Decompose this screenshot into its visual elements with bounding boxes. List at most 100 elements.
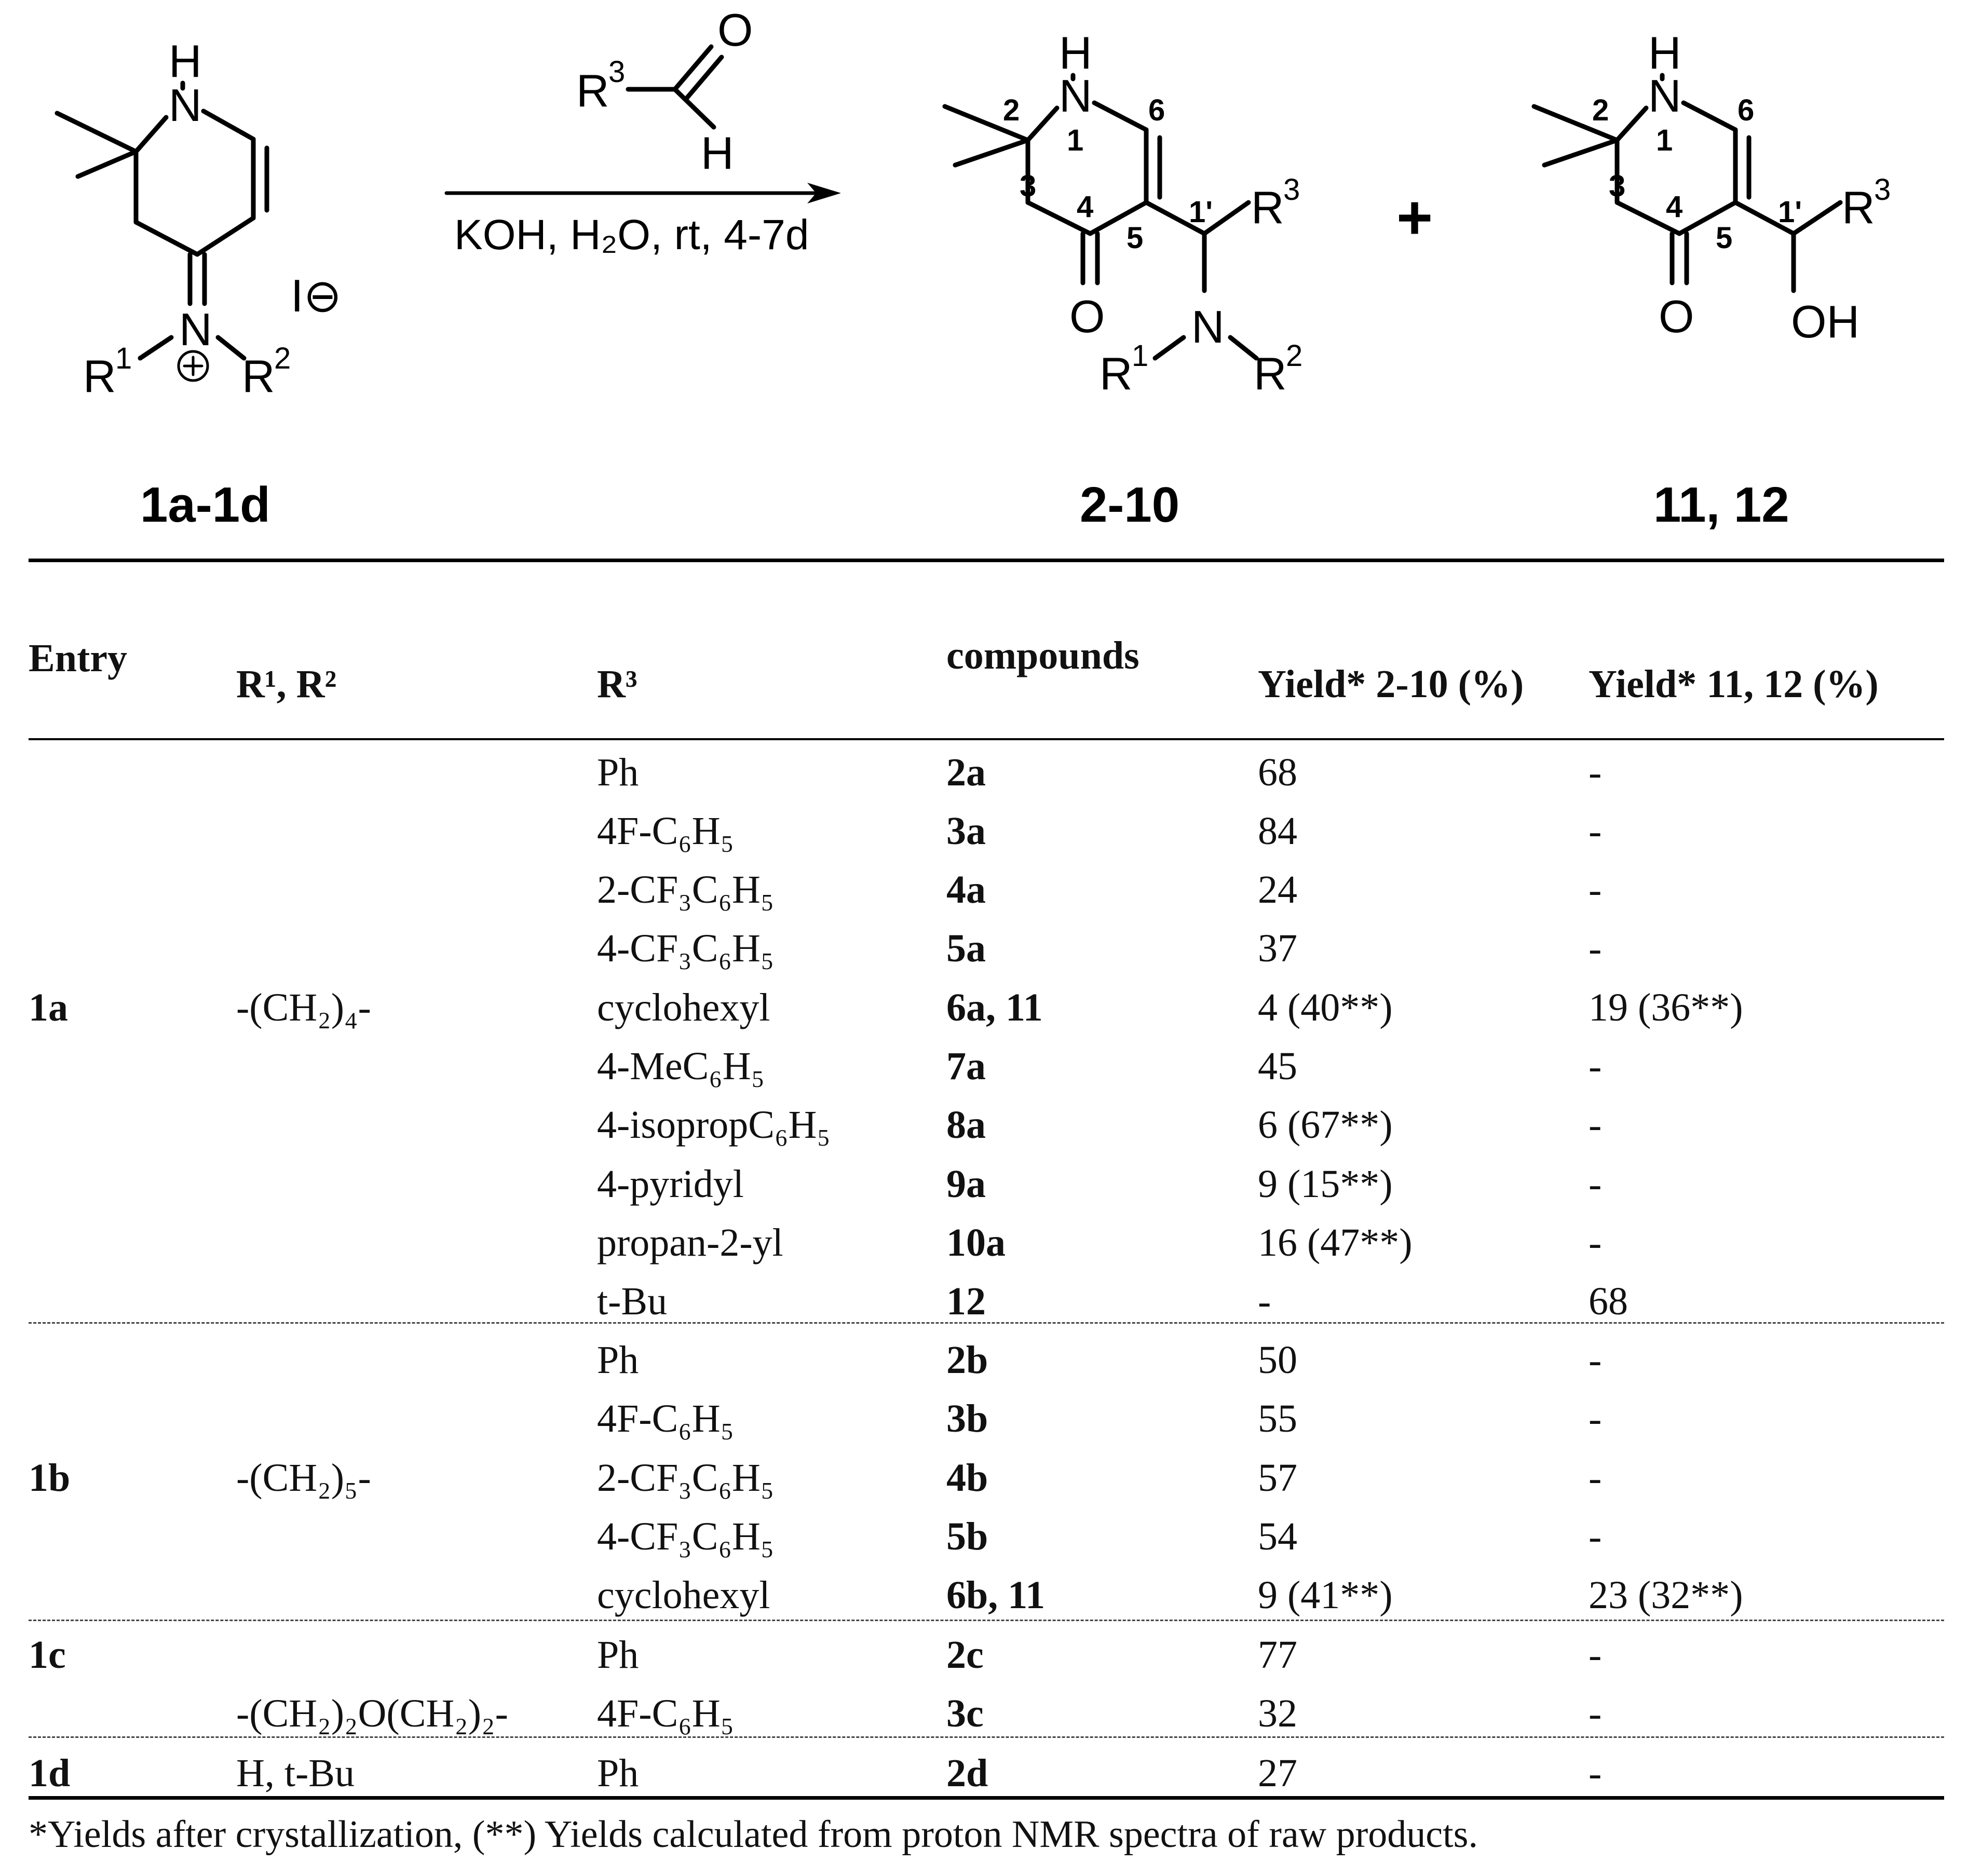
cell-yield-2-10: 37 bbox=[1258, 927, 1297, 970]
table-footnote: *Yields after crystallization, (**) Yiel… bbox=[29, 1813, 1478, 1856]
header-r3: R³ bbox=[597, 662, 637, 706]
cell-yield-11-12: - bbox=[1589, 1633, 1602, 1677]
cell-compound: 5b bbox=[946, 1515, 988, 1558]
cell-compound: 8a bbox=[946, 1103, 986, 1147]
cell-compound: 2a bbox=[946, 751, 986, 794]
cell-yield-11-12: 19 (36**) bbox=[1589, 986, 1743, 1029]
cell-r3: 4-CF₃C₆H₅ bbox=[597, 1515, 775, 1558]
product-hydroxymethyl-structure: H N O R 3 OH 2 1 6 3 4 5 1' bbox=[1531, 27, 1891, 347]
cell-r3: 2-CF₃C₆H₅ bbox=[597, 1456, 775, 1500]
header-yield-11-12: Yield* 11, 12 (%) bbox=[1589, 662, 1879, 706]
svg-text:5: 5 bbox=[1126, 221, 1143, 255]
cell-compound: 7a bbox=[946, 1044, 986, 1088]
cell-r3: cyclohexyl bbox=[597, 1573, 770, 1617]
cell-r3: t-Bu bbox=[597, 1280, 668, 1323]
cell-yield-2-10: 9 (15**) bbox=[1258, 1162, 1393, 1206]
cell-yield-11-12: - bbox=[1589, 1162, 1602, 1206]
cell-yield-2-10: - bbox=[1258, 1280, 1271, 1323]
svg-text:N: N bbox=[1648, 70, 1681, 121]
cell-yield-2-10: 45 bbox=[1258, 1044, 1297, 1088]
cell-yield-2-10: 54 bbox=[1258, 1515, 1297, 1558]
svg-text:O: O bbox=[717, 4, 753, 56]
svg-text:1': 1' bbox=[1778, 195, 1802, 229]
r1r2-1c: -(CH₂)₂O(CH₂)₂- bbox=[236, 1692, 508, 1735]
cell-yield-11-12: - bbox=[1589, 1338, 1602, 1382]
svg-text:R: R bbox=[576, 65, 609, 116]
svg-text:N: N bbox=[179, 304, 212, 355]
r1r2-1b: -(CH₂)₅- bbox=[236, 1456, 371, 1500]
cell-compound: 6b, 11 bbox=[946, 1573, 1046, 1617]
header-entry: Entry bbox=[29, 636, 127, 680]
cell-compound: 3b bbox=[946, 1397, 988, 1440]
entry-1b: 1b bbox=[29, 1456, 71, 1500]
entry-1c: 1c bbox=[29, 1633, 66, 1677]
cell-r3: cyclohexyl bbox=[597, 986, 770, 1029]
cell-r3: 4-pyridyl bbox=[597, 1162, 744, 1206]
cell-yield-2-10: 50 bbox=[1258, 1338, 1297, 1382]
cell-compound: 2c bbox=[946, 1633, 984, 1677]
svg-text:R: R bbox=[1254, 348, 1287, 399]
svg-text:R: R bbox=[1100, 348, 1133, 399]
svg-text:3: 3 bbox=[1283, 173, 1300, 207]
cell-yield-11-12: 68 bbox=[1589, 1280, 1628, 1323]
cell-compound: 2d bbox=[946, 1751, 988, 1795]
svg-text:H: H bbox=[1059, 27, 1092, 78]
svg-text:1: 1 bbox=[1656, 124, 1673, 157]
svg-text:R: R bbox=[1842, 182, 1875, 233]
cell-yield-2-10: 55 bbox=[1258, 1397, 1297, 1440]
cell-yield-11-12: - bbox=[1589, 1103, 1602, 1147]
cell-yield-2-10: 16 (47**) bbox=[1258, 1221, 1413, 1265]
table-top-rule bbox=[29, 559, 1944, 562]
cell-yield-11-12: 23 (32**) bbox=[1589, 1573, 1743, 1617]
cell-r3: Ph bbox=[597, 1338, 639, 1382]
header-bottom-rule bbox=[29, 738, 1944, 740]
svg-text:O: O bbox=[1659, 291, 1694, 342]
cell-compound: 3c bbox=[946, 1692, 984, 1735]
cell-yield-11-12: - bbox=[1589, 1515, 1602, 1558]
cell-compound: 2b bbox=[946, 1338, 988, 1382]
cell-yield-2-10: 84 bbox=[1258, 809, 1297, 853]
cell-compound: 4b bbox=[946, 1456, 988, 1500]
svg-text:3: 3 bbox=[1609, 169, 1625, 203]
cell-r3: Ph bbox=[597, 751, 639, 794]
cell-yield-11-12: - bbox=[1589, 1456, 1602, 1500]
group-separator-1a-1b bbox=[29, 1322, 1944, 1324]
group-separator-1c-1d bbox=[29, 1736, 1944, 1738]
cell-compound: 4a bbox=[946, 868, 986, 912]
svg-text:H: H bbox=[169, 35, 202, 87]
table-bottom-rule bbox=[29, 1796, 1944, 1800]
label-product-2-10: 2-10 bbox=[1080, 477, 1179, 533]
svg-text:6: 6 bbox=[1148, 93, 1165, 127]
counterion-iodide: I⊖ bbox=[291, 270, 342, 321]
cell-yield-11-12: - bbox=[1589, 751, 1602, 794]
cell-yield-11-12: - bbox=[1589, 1751, 1602, 1795]
cell-yield-11-12: - bbox=[1589, 1692, 1602, 1735]
cell-yield-11-12: - bbox=[1589, 809, 1602, 853]
cell-r3: 4F-C₆H₅ bbox=[597, 809, 735, 853]
cell-compound: 12 bbox=[946, 1280, 986, 1323]
svg-text:H: H bbox=[701, 127, 734, 179]
cell-yield-2-10: 77 bbox=[1258, 1633, 1297, 1677]
cell-r3: Ph bbox=[597, 1633, 639, 1677]
svg-text:1': 1' bbox=[1189, 195, 1213, 229]
plus-sign: + bbox=[1396, 183, 1433, 252]
entry-1a: 1a bbox=[29, 986, 68, 1029]
svg-text:R: R bbox=[1251, 182, 1284, 233]
cell-r3: 4-isopropC₆H₅ bbox=[597, 1103, 831, 1147]
svg-text:N: N bbox=[1059, 70, 1092, 121]
cell-compound: 9a bbox=[946, 1162, 986, 1206]
svg-text:2: 2 bbox=[274, 342, 291, 375]
svg-text:N: N bbox=[169, 79, 202, 131]
svg-text:R: R bbox=[242, 350, 275, 402]
label-starting-material: 1a-1d bbox=[140, 477, 270, 533]
cell-yield-2-10: 24 bbox=[1258, 868, 1297, 912]
svg-text:3: 3 bbox=[608, 55, 625, 89]
reaction-arrow bbox=[444, 183, 841, 203]
cell-yield-2-10: 68 bbox=[1258, 751, 1297, 794]
cell-yield-2-10: 6 (67**) bbox=[1258, 1103, 1393, 1147]
cell-yield-11-12: - bbox=[1589, 1044, 1602, 1088]
r1r2-1a: -(CH₂)₄- bbox=[236, 986, 371, 1029]
cell-r3: 2-CF₃C₆H₅ bbox=[597, 868, 775, 912]
starting-material-structure: H N N R 1 R 2 I⊖ bbox=[55, 35, 342, 402]
cell-yield-11-12: - bbox=[1589, 1397, 1602, 1440]
